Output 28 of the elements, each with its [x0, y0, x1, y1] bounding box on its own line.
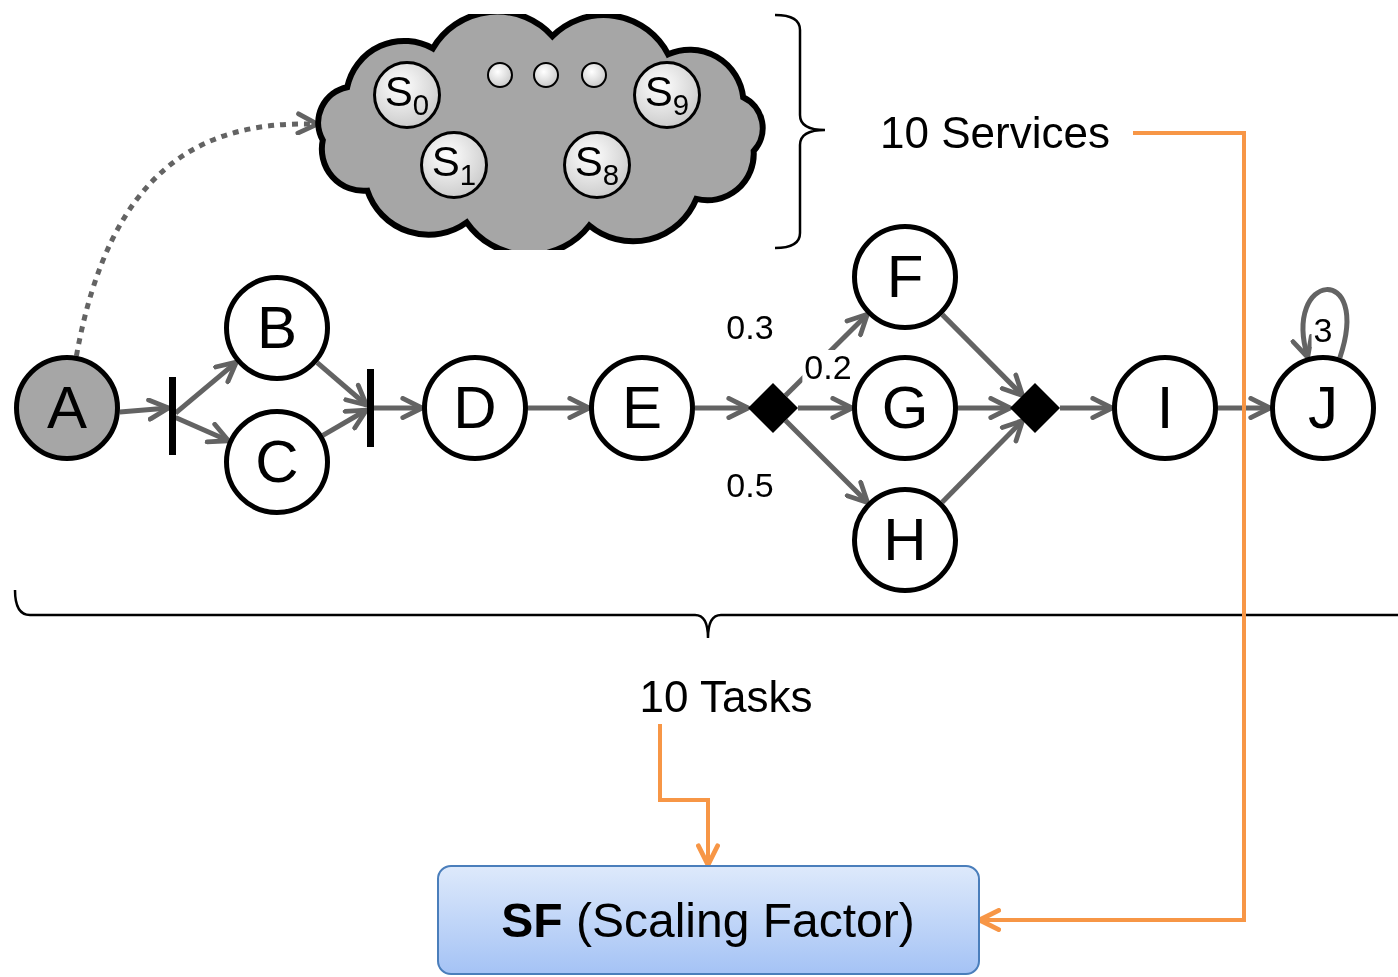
task-circle: E	[589, 355, 695, 461]
task-circle: D	[422, 355, 528, 461]
bracket-label: 10 Tasks	[621, 670, 831, 724]
arrow	[783, 418, 870, 505]
arrow	[315, 360, 369, 408]
arrow	[940, 418, 1025, 504]
gateway-diamond	[748, 383, 798, 433]
bracket-label: 10 Services	[857, 107, 1133, 159]
arrow	[695, 396, 751, 420]
task-circle: F	[852, 224, 958, 330]
gateway-diamond	[1010, 383, 1060, 433]
task-circle: B	[224, 275, 330, 381]
arrow	[321, 407, 369, 438]
arrow	[1291, 287, 1350, 360]
arrow	[119, 397, 171, 422]
result-box: SF (Scaling Factor)	[436, 865, 980, 975]
task-circle: A	[14, 355, 120, 461]
arrow	[173, 359, 239, 415]
task-circle: C	[224, 409, 330, 515]
task-circle: J	[1270, 355, 1376, 461]
task-circle: G	[852, 355, 958, 461]
arrow	[658, 724, 720, 868]
fork-bar	[168, 377, 176, 455]
arrow	[174, 415, 231, 445]
fork-bar	[366, 369, 374, 447]
task-circle: H	[852, 487, 958, 593]
task-circle: I	[1112, 355, 1218, 461]
arrow	[940, 312, 1025, 398]
